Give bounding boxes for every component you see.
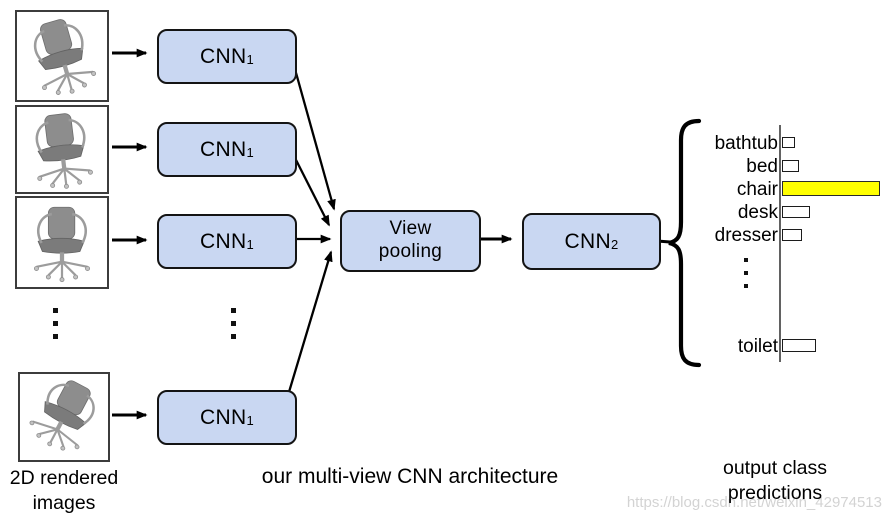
cnn1-label: CNN [200, 44, 247, 68]
output-brace [668, 118, 702, 368]
vertical-ellipsis-icon [53, 308, 58, 347]
chair-3d-render-icon [33, 205, 91, 283]
view-pooling-box: View pooling [340, 210, 481, 272]
prediction-row-dresser: dresser [688, 224, 887, 247]
prediction-label: dresser [714, 225, 778, 246]
prediction-bar [782, 137, 795, 149]
prediction-row-bathtub: bathtub [688, 132, 887, 155]
chair-3d-render-icon [24, 377, 104, 457]
prediction-row-toilet: toilet [688, 335, 887, 358]
prediction-row-chair: chair [688, 178, 887, 201]
output-caption: output class predictions [722, 457, 828, 504]
prediction-row-desk: desk [688, 201, 887, 224]
prediction-bar [782, 181, 880, 197]
cnn2-label: CNN [564, 229, 611, 253]
rendered-image-4 [18, 372, 110, 462]
cnn1-label: CNN [200, 405, 247, 429]
input-caption: 2D rendered images [9, 467, 119, 514]
prediction-bar [782, 159, 799, 172]
prediction-bar [782, 228, 802, 241]
chair-3d-render-icon [24, 16, 101, 96]
input-to-cnn-arrows [112, 48, 148, 420]
cnn1-label: CNN [200, 137, 247, 161]
prediction-bar [782, 339, 816, 353]
prediction-label: bed [746, 156, 778, 177]
watermark-text: https://blog.csdn.net/weixin_42974513 [626, 494, 882, 511]
view-pooling-label: View pooling [378, 218, 443, 262]
rendered-image-1 [15, 10, 109, 102]
prediction-bar [782, 205, 810, 218]
prediction-label: toilet [737, 336, 778, 357]
cnn1-label: CNN [200, 229, 247, 253]
rendered-image-2 [15, 105, 109, 194]
cnn-to-viewpooling-arrows [287, 61, 336, 393]
vertical-ellipsis-icon [744, 258, 748, 297]
prediction-label: chair [736, 179, 778, 200]
prediction-row-bed: bed [688, 155, 887, 178]
chair-3d-render-icon [28, 109, 96, 190]
prediction-label: bathtub [714, 133, 778, 154]
prediction-label: desk [737, 202, 778, 223]
architecture-caption: our multi-view CNN architecture [261, 465, 559, 488]
rendered-image-3 [15, 196, 109, 289]
vertical-ellipsis-icon [231, 308, 236, 347]
